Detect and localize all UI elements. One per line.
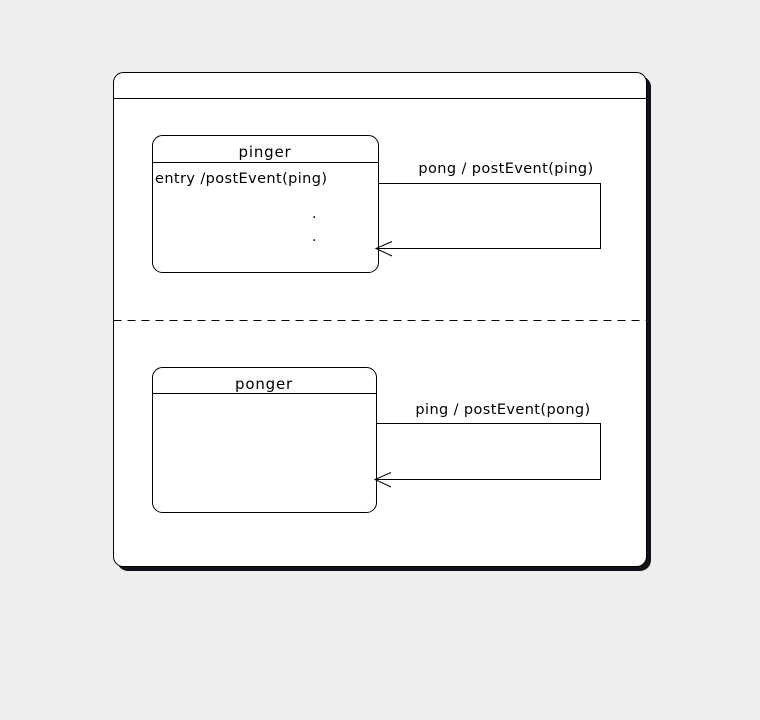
transition-pong: pong / postEvent(ping) (374, 161, 601, 257)
state-ponger-title: ponger (235, 375, 293, 393)
state-pinger-entry-action: entry /postEvent(ping) (155, 171, 327, 187)
transition-ping: ping / postEvent(pong) (373, 402, 601, 488)
state-pinger: pinger entry /postEvent(ping) . . (152, 135, 379, 273)
transition-ping-arrowhead-icon (373, 472, 392, 488)
transition-ping-path (376, 423, 601, 480)
transition-ping-label: ping / postEvent(pong) (415, 402, 590, 418)
state-pinger-body (152, 135, 379, 273)
state-ponger: ponger (152, 367, 377, 513)
state-pinger-title: pinger (239, 143, 292, 161)
transition-pong-arrowhead-icon (374, 241, 393, 257)
transition-pong-path (377, 183, 601, 249)
state-ponger-body (152, 367, 377, 513)
transition-pong-label: pong / postEvent(ping) (418, 161, 593, 177)
ellipsis-dot-1: . (312, 206, 317, 222)
ellipsis-dot-2: . (312, 229, 317, 245)
